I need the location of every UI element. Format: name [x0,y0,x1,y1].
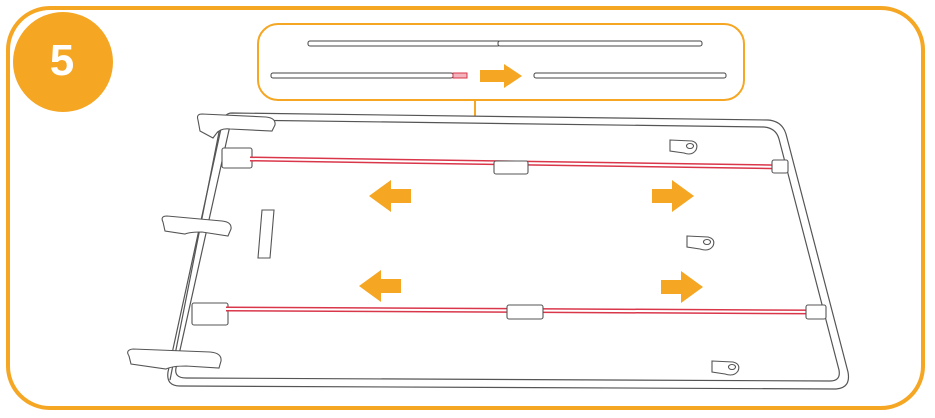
left-handle-straps [127,113,276,370]
loop-clip-icon-2 [686,235,715,251]
strap-buckle-top [493,160,529,175]
vertical-tab [257,209,275,259]
step-badge: 5 [13,12,113,112]
strap-end-top [771,159,789,174]
strap-buckle-bottom [506,304,544,320]
handle-strap-1 [196,113,276,139]
rod-segment-right-icon [533,72,727,79]
strap-end-bottom [805,304,827,320]
strap-clip-2 [191,302,229,326]
mat-loop-clips [669,139,740,376]
rod-segment-left-icon [270,72,468,79]
handle-strap-3 [127,348,222,370]
loop-clip-icon-3 [711,360,740,376]
strap-clip-1 [221,147,253,169]
rod-inset-callout [257,23,745,101]
joined-rod-icon [307,40,703,47]
loop-clip-icon-1 [669,139,698,155]
tension-strap-bottom [225,304,827,320]
handle-strap-2 [161,215,232,237]
step-number: 5 [49,36,75,85]
inset-arrow-icon [480,64,522,88]
tension-strap-top [249,156,789,175]
